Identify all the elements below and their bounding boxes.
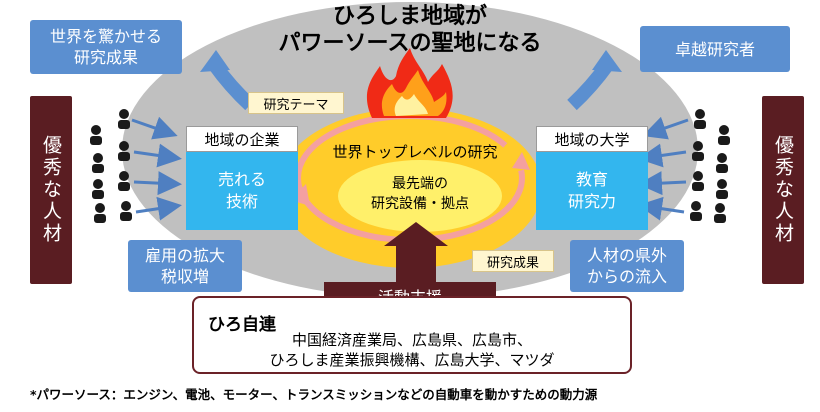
person-icon (716, 179, 728, 199)
title-line-2: パワーソースの聖地になる (278, 31, 542, 56)
person-icon (692, 141, 704, 161)
person-icon (118, 171, 130, 191)
person-icon (714, 203, 726, 223)
title-line-1: ひろしま地域が (332, 4, 487, 29)
person-icon (118, 141, 130, 161)
regional-companies-label: 地域の企業 (186, 126, 298, 152)
excellent-researchers-box: 卓越研究者 (640, 26, 790, 72)
world-top-research-label: 世界トップレベルの研究 (332, 143, 498, 161)
core-ellipse (338, 160, 502, 232)
person-icon (692, 171, 704, 191)
world-surprising-results-box: 世界を驚かせる 研究成果 (30, 20, 182, 74)
core-facility-label: 最先端の 研究設備・拠点 (371, 176, 469, 212)
person-icon (690, 201, 702, 221)
people-right (690, 109, 730, 223)
person-icon (120, 201, 132, 221)
person-icon (716, 153, 728, 173)
inflow-arrows-left (131, 116, 182, 221)
people-left (90, 109, 132, 223)
flame-icon (366, 48, 453, 118)
inflow-arrows-right (638, 116, 689, 221)
hirojiren-members-line-1: 中国経済産業局、広島県、広島市、 (291, 331, 532, 349)
person-icon (92, 153, 104, 173)
person-icon (118, 109, 130, 129)
person-icon (92, 179, 104, 199)
hirojiren-title: ひろ自連 (208, 315, 276, 335)
arrow-up-right-head (592, 50, 622, 72)
hirojiren-box (192, 296, 632, 374)
person-icon (718, 125, 730, 145)
cycle-arrow-head-right (512, 152, 530, 170)
hirojiren-members-line-2: ひろしま産業振興機構、広島大学、マツダ (269, 351, 555, 369)
education-research-box: 教育 研究力 (536, 152, 648, 230)
person-icon (90, 125, 102, 145)
talent-label-right: 優秀な人材 (762, 96, 804, 284)
research-theme-tag: 研究テーマ (248, 92, 344, 114)
talent-inflow-box: 人材の県外 からの流入 (570, 240, 684, 292)
person-icon (94, 203, 106, 223)
footnote: *パワーソース：エンジン、電池、モーター、トランスミッションなどの自動車を動かす… (30, 387, 598, 402)
marketable-technology-box: 売れる 技術 (186, 152, 298, 230)
arrow-up-left-head (200, 50, 230, 72)
support-arrow (384, 222, 448, 284)
research-results-tag: 研究成果 (472, 250, 554, 272)
talent-label-left: 優秀な人材 (30, 96, 72, 284)
person-icon (694, 109, 706, 129)
regional-universities-label: 地域の大学 (536, 126, 648, 152)
employment-tax-box: 雇用の拡大 税収増 (128, 240, 242, 292)
